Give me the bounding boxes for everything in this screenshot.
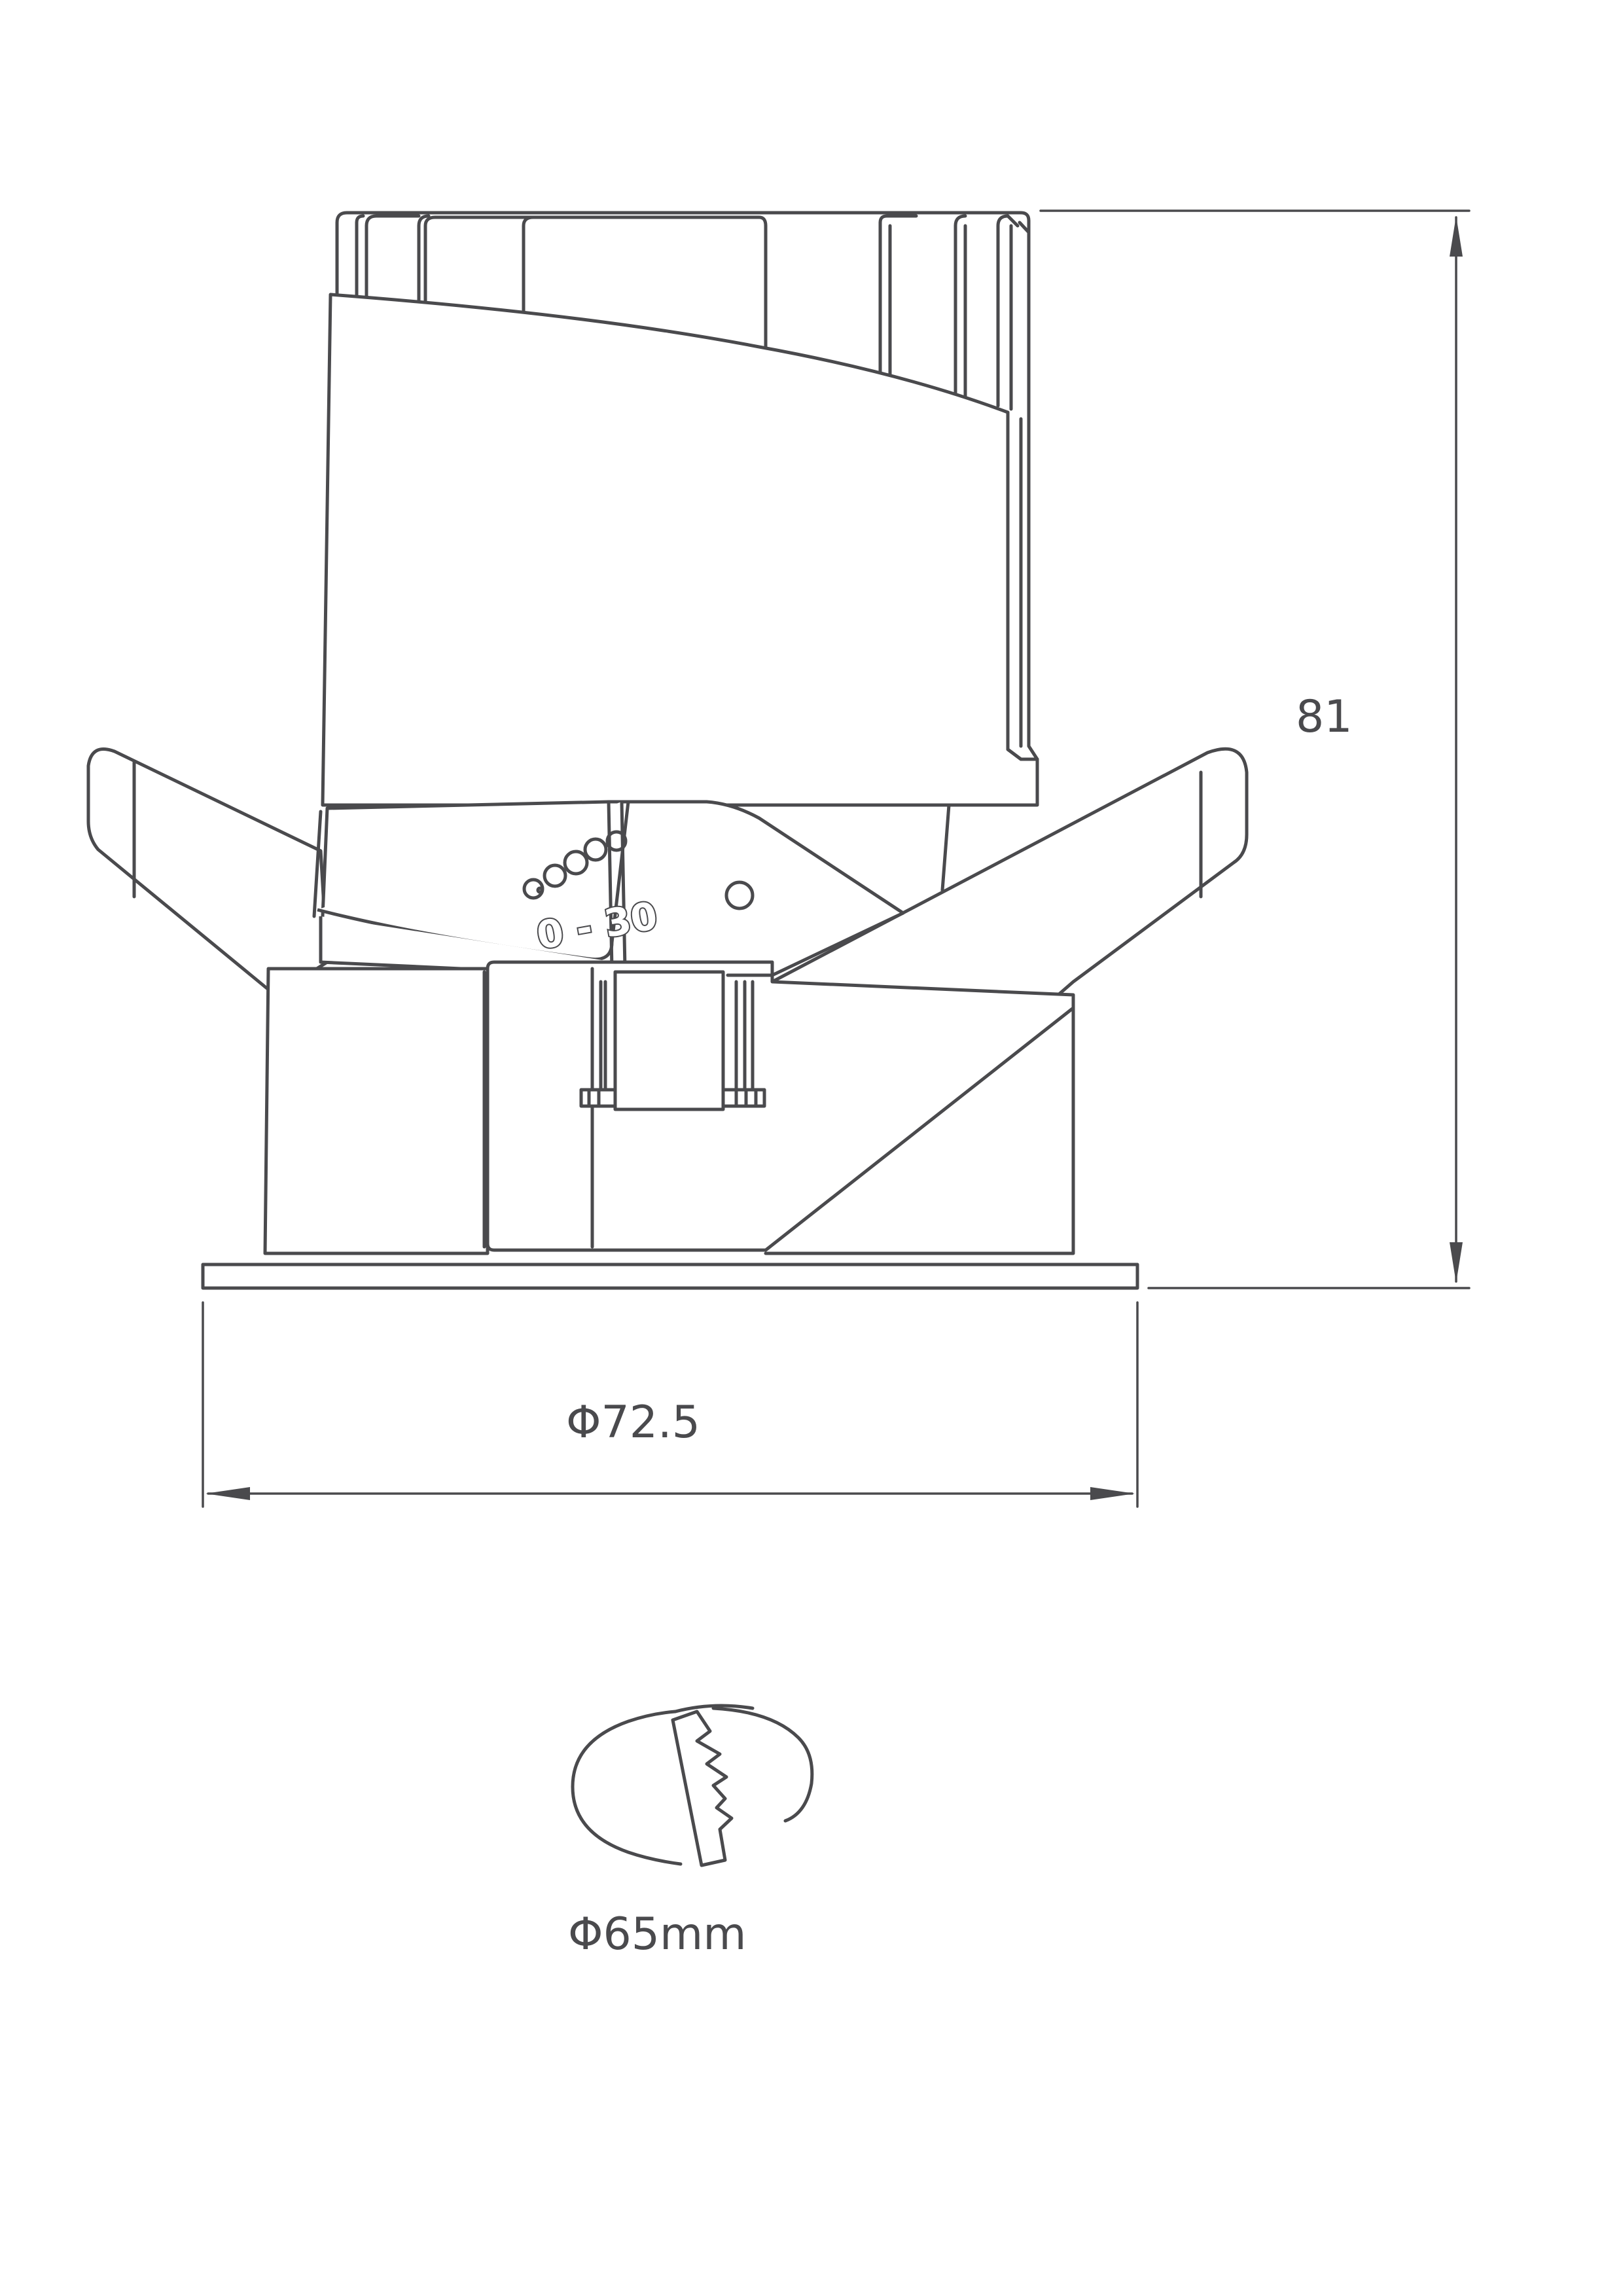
height-dimension: 81 xyxy=(1039,209,1471,1289)
cutout-label: Φ65mm xyxy=(568,1909,747,1960)
arrow-right-icon xyxy=(1090,1487,1135,1500)
diameter-label: Φ72.5 xyxy=(566,1397,700,1448)
height-label: 81 xyxy=(1296,691,1353,743)
diameter-dimension: Φ72.5 xyxy=(202,1301,1139,1508)
arrow-left-icon xyxy=(205,1487,250,1500)
arrow-down-icon xyxy=(1450,1242,1463,1283)
arrow-up-icon xyxy=(1450,216,1463,257)
cutout-symbol: Φ65mm xyxy=(568,1704,814,1960)
left-spring-clip xyxy=(86,747,329,997)
terminal-block xyxy=(579,970,774,1111)
saw-blade-icon xyxy=(671,1710,734,1867)
heatsink-fins xyxy=(335,211,1039,761)
tilt-scale-dots xyxy=(522,830,628,900)
driver-housing xyxy=(321,293,1039,807)
trim-flange xyxy=(201,1263,1139,1290)
tilt-bracket: 0 - 30 xyxy=(312,800,951,977)
